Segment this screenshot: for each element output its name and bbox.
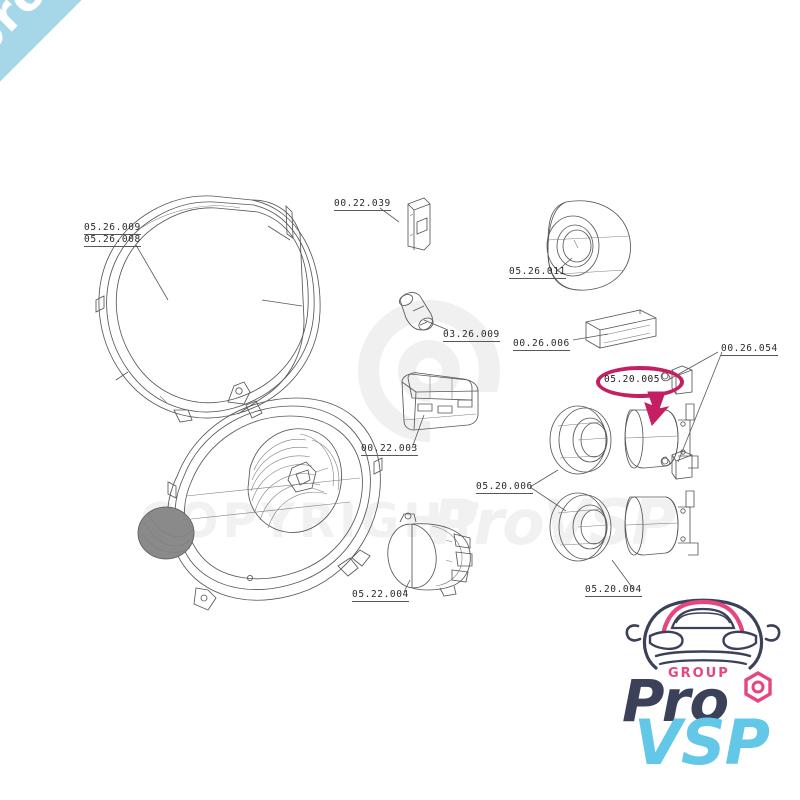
part-drawing-bulb-03-26-009 [398, 292, 434, 331]
highlight-ellipse [596, 366, 684, 398]
car-front-outline-icon [625, 598, 781, 670]
leader-lines [135, 207, 723, 593]
part-label-05-20-006: 05.20.006 [476, 481, 533, 494]
part-drawing-block-00-26-006 [585, 309, 657, 349]
part-drawing-clip-00-22-039 [407, 197, 431, 251]
part-drawing-switch-00-22-003 [401, 372, 479, 431]
part-drawing-connector-lower [660, 450, 693, 480]
part-label-00-26-006: 00.26.006 [513, 338, 570, 351]
part-label-05-20-004: 05.20.004 [585, 584, 642, 597]
part-drawing-ring-lower [549, 492, 612, 562]
part-drawing-headlight-lens [95, 195, 321, 423]
logo-vsp-text: VSP [634, 706, 770, 779]
part-drawing-headlight-housing [137, 381, 383, 611]
provsp-logo: GROUP Pro VSP [612, 586, 790, 779]
logo-pro-text: Pro [622, 667, 729, 735]
logo-group-text: GROUP [668, 666, 730, 681]
part-drawing-foglamp-05-22-004 [387, 512, 473, 597]
part-label-05-22-004: 05.22.004 [352, 589, 409, 602]
copyright-watermark-text: COPYRIGHT [140, 494, 483, 549]
part-drawing-motor-lower [624, 490, 699, 556]
highlighted-part-label: 05.20.005 [604, 374, 660, 385]
part-label-00-22-039: 00.22.039 [334, 198, 391, 211]
part-drawing-cap-05-26-011 [546, 200, 631, 291]
copyright-symbol-gap [430, 392, 516, 444]
hex-nut-icon [744, 671, 772, 703]
part-label-03-26-009: 03.26.009 [443, 329, 500, 342]
part-label-05-26-011: 05.26.011 [509, 266, 566, 279]
part-label-05-26-009: 05.26.009 [84, 222, 141, 235]
part-label-00-22-003: 00.22.003 [361, 443, 418, 456]
part-label-05-26-008: 05.26.008 [84, 234, 141, 247]
part-drawing-ring-upper [549, 405, 612, 475]
part-label-00-26-054: 00.26.054 [721, 343, 778, 356]
